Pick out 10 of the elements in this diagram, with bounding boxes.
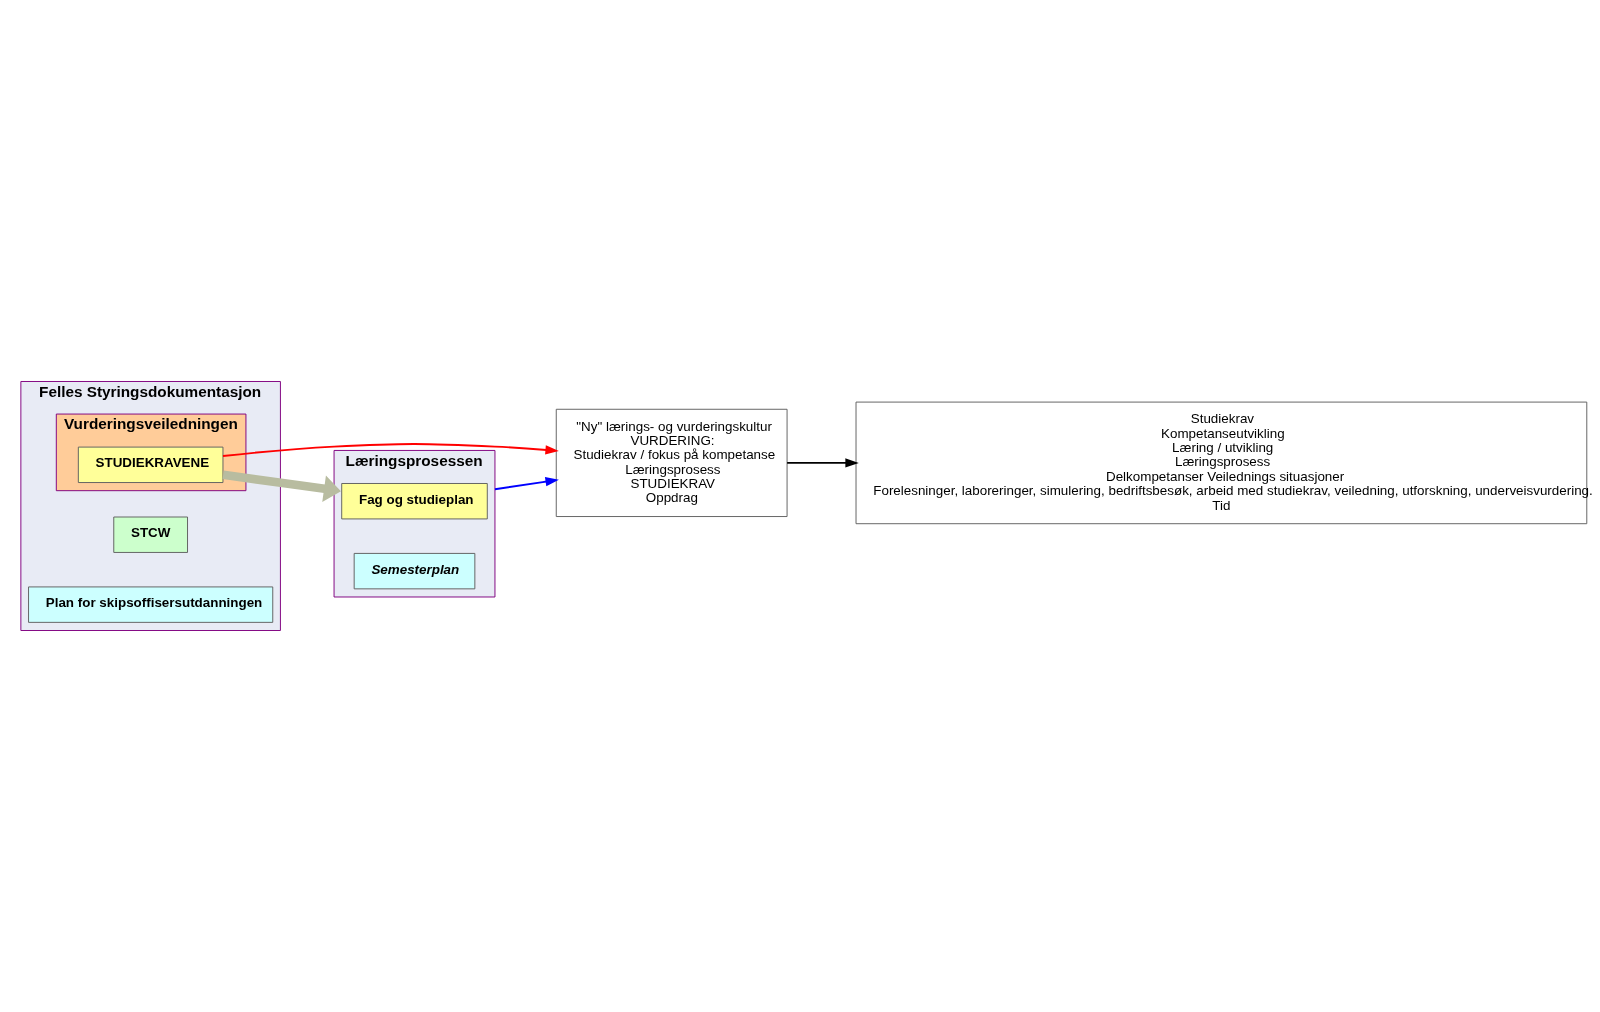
node-box: STCW xyxy=(113,516,188,553)
arrow xyxy=(494,477,559,491)
node-box: Semesterplan xyxy=(353,552,476,590)
node-box: Plan for skipsoffisersutdanningen xyxy=(28,586,274,623)
node-box: "Ny" lærings- og vurderingskultur VURDERING: Studiekrav / fokus på kompetanse Læringsprosess STUDIEKRAV Oppdrag xyxy=(555,408,788,517)
arrow xyxy=(222,470,341,503)
arrow xyxy=(222,443,559,457)
node-box: Fag og studieplan xyxy=(341,483,488,520)
arrow xyxy=(786,458,859,468)
node-box: STUDIEKRAVENE xyxy=(77,446,224,484)
